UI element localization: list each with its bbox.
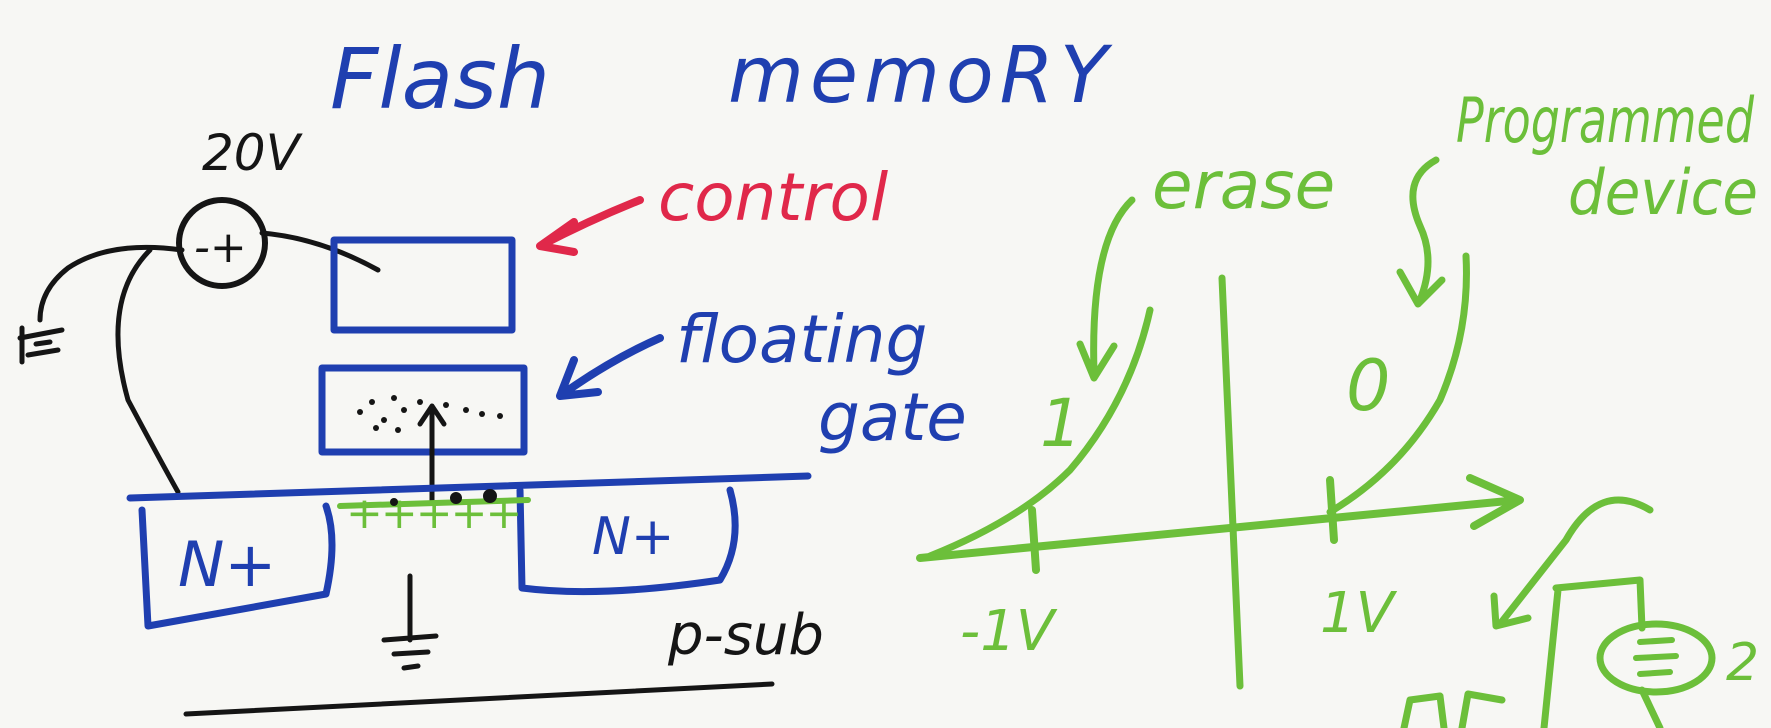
floating-gate — [318, 364, 528, 456]
tick-label-neg-1v: -1V — [960, 599, 1058, 664]
wire-to-source-terminal — [115, 247, 181, 495]
ground-symbol-left — [17, 325, 65, 365]
erase-arrow — [1076, 196, 1136, 382]
programmed-label-line2: device — [1568, 156, 1758, 229]
substrate-bottom-line — [183, 681, 775, 717]
wire-to-ground — [37, 244, 185, 323]
erase-label: erase — [1152, 147, 1335, 224]
graph-y-axis — [1218, 274, 1244, 690]
voltage-source-circle — [176, 197, 268, 289]
partial-bottom-marks — [1400, 690, 1506, 728]
tick-pos-1v — [1326, 476, 1338, 544]
voltage-source-polarity: -+ — [194, 222, 247, 273]
control-gate — [330, 236, 516, 334]
wire-to-control-gate — [259, 230, 381, 273]
ground-symbol-bottom — [381, 573, 439, 671]
graph-x-axis — [916, 474, 1524, 562]
n-plus-right-label: N+ — [592, 507, 674, 567]
control-arrow — [536, 196, 644, 256]
floating-gate-arrow — [556, 334, 664, 400]
substrate-label: p-sub — [667, 603, 824, 668]
n-plus-source-well — [138, 502, 336, 630]
n-plus-drain-well — [516, 486, 739, 596]
channel-charge-line — [337, 497, 531, 509]
voltage-label-20v: 20V — [202, 124, 304, 182]
control-label: control — [658, 159, 889, 236]
programmed-label-line1: Programmed — [1456, 84, 1754, 157]
title-memory: memoRY — [728, 31, 1114, 121]
floating-gate-electrons — [357, 395, 503, 433]
programmed-arrow — [1396, 156, 1446, 308]
partial-voltage-label: 2 — [1726, 633, 1759, 693]
n-plus-left-label: N+ — [178, 528, 276, 601]
substrate-surface-line — [126, 472, 812, 502]
tick-label-pos-1v: 1V — [1320, 581, 1398, 646]
channel-electrons — [390, 489, 497, 506]
partial-voltage-source — [1596, 620, 1716, 696]
state-zero-label: 0 — [1346, 345, 1391, 427]
partial-circuit-wires — [1490, 496, 1664, 728]
state-one-label: 1 — [1040, 385, 1082, 462]
floating-label-line2: gate — [818, 379, 967, 456]
partial-source-polarity — [1633, 637, 1679, 677]
programmed-curve — [1326, 252, 1470, 516]
title-flash: Flash — [330, 30, 550, 128]
floating-label-line1: floating — [676, 301, 927, 378]
tick-neg-1v — [1028, 506, 1040, 574]
erase-curve — [926, 306, 1154, 560]
